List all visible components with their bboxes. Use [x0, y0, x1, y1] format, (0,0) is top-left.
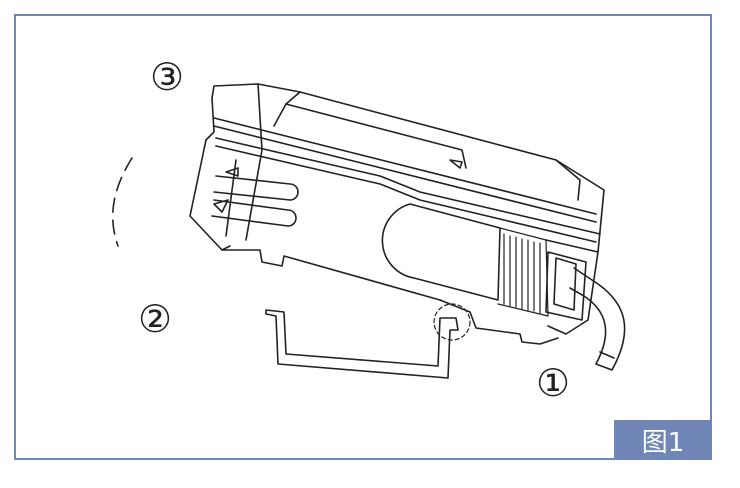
sensor-module-body	[189, 83, 605, 345]
connector-housing	[547, 159, 605, 335]
slot-lower	[211, 199, 297, 227]
figure-frame	[14, 14, 712, 460]
display-window	[381, 203, 501, 301]
rotation-arc	[112, 157, 133, 247]
slot-upper	[213, 175, 299, 201]
callout-step-3: ③	[150, 55, 185, 99]
ridged-grip	[497, 227, 549, 317]
figure-label: 图1	[614, 420, 712, 460]
arrow-mark-right	[213, 199, 229, 213]
left-end-face	[189, 139, 231, 251]
callout-step-2: ②	[138, 297, 173, 341]
cable	[569, 267, 626, 371]
hook-detail-circle	[433, 303, 471, 341]
arrow-mark-left	[225, 167, 239, 177]
din-rail	[265, 309, 459, 379]
callout-step-1: ①	[536, 361, 571, 405]
